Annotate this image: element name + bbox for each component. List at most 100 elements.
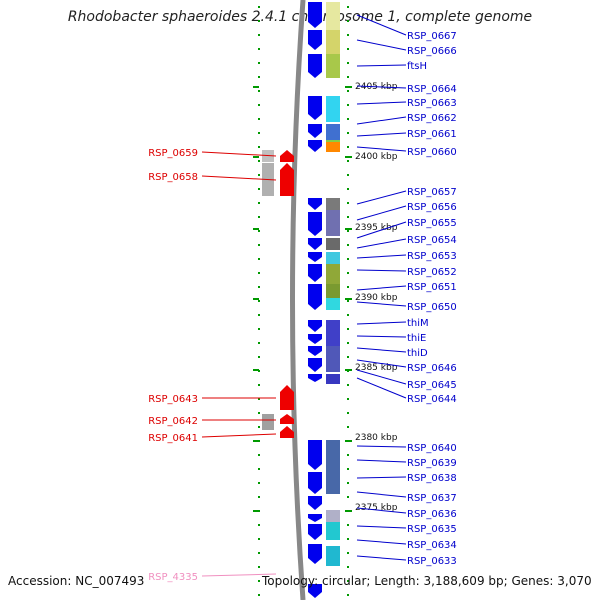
ruler-tick: [345, 228, 352, 230]
reverse-gene-label[interactable]: RSP_0641: [148, 433, 198, 444]
forward-gene-label[interactable]: RSP_0652: [407, 267, 457, 278]
forward-label-leader: [356, 555, 407, 561]
ruler-dot: [347, 286, 349, 288]
forward-gene-arrow[interactable]: [308, 514, 322, 522]
ruler-dot: [258, 524, 260, 526]
reverse-gene-label[interactable]: RSP_0642: [148, 416, 198, 427]
forward-gene-arrow[interactable]: [308, 140, 322, 152]
reverse-gene-label[interactable]: RSP_0658: [148, 172, 198, 183]
forward-gene-arrow[interactable]: [308, 124, 322, 138]
forward-gene-label[interactable]: RSP_0655: [407, 218, 457, 229]
forward-label-leader: [356, 39, 407, 51]
ruler-dot: [347, 342, 349, 344]
gene-domain-bar: [326, 2, 340, 30]
forward-gene-arrow[interactable]: [308, 334, 322, 344]
forward-label-leader: [356, 359, 407, 368]
ruler-dot: [347, 426, 349, 428]
forward-gene-label[interactable]: RSP_0666: [407, 46, 457, 57]
forward-gene-label[interactable]: RSP_0654: [407, 235, 457, 246]
forward-gene-label[interactable]: thiE: [407, 333, 426, 344]
reverse-gene-label[interactable]: RSP_0659: [148, 148, 198, 159]
ruler-dot: [347, 104, 349, 106]
forward-gene-arrow[interactable]: [308, 54, 322, 78]
forward-label-leader: [356, 85, 407, 89]
forward-gene-label[interactable]: RSP_0650: [407, 302, 457, 313]
forward-gene-arrow[interactable]: [308, 198, 322, 210]
forward-gene-arrow[interactable]: [308, 584, 322, 598]
forward-gene-arrow[interactable]: [308, 544, 322, 564]
forward-gene-label[interactable]: RSP_0645: [407, 380, 457, 391]
ruler-tick: [345, 86, 352, 88]
forward-label-leader: [356, 146, 407, 152]
forward-gene-arrow[interactable]: [308, 284, 322, 310]
gene-domain-bar: [326, 210, 340, 236]
forward-gene-arrow[interactable]: [308, 374, 322, 382]
forward-gene-label[interactable]: RSP_0667: [407, 31, 457, 42]
ruler-dot: [347, 412, 349, 414]
forward-label-leader: [356, 14, 407, 36]
forward-gene-arrow[interactable]: [308, 252, 322, 262]
forward-gene-label[interactable]: RSP_0663: [407, 98, 457, 109]
scale-label: 2390 kbp: [355, 293, 398, 303]
reverse-gene-arrow[interactable]: [280, 414, 294, 424]
forward-gene-label[interactable]: RSP_0656: [407, 202, 457, 213]
forward-gene-label[interactable]: thiM: [407, 318, 429, 329]
forward-gene-label[interactable]: RSP_0634: [407, 540, 457, 551]
ruler-dot: [258, 398, 260, 400]
ruler-dot: [258, 230, 260, 232]
forward-gene-arrow[interactable]: [308, 524, 322, 540]
forward-gene-label[interactable]: RSP_0653: [407, 251, 457, 262]
forward-gene-label[interactable]: ftsH: [407, 61, 427, 72]
ruler-dot: [347, 188, 349, 190]
forward-gene-label[interactable]: RSP_0644: [407, 394, 457, 405]
forward-gene-arrow[interactable]: [308, 358, 322, 372]
reverse-gene-arrow[interactable]: [280, 150, 294, 162]
reverse-gene-label[interactable]: RSP_0643: [148, 394, 198, 405]
forward-gene-label[interactable]: RSP_0639: [407, 458, 457, 469]
ruler-dot: [258, 538, 260, 540]
forward-gene-arrow[interactable]: [308, 212, 322, 236]
ruler-dot: [258, 202, 260, 204]
ruler-tick: [345, 440, 352, 442]
forward-gene-arrow[interactable]: [308, 238, 322, 250]
ruler-dot: [258, 496, 260, 498]
forward-gene-label[interactable]: RSP_0635: [407, 524, 457, 535]
ruler-dot: [347, 216, 349, 218]
ruler-dot: [347, 538, 349, 540]
ruler-tick: [253, 228, 259, 230]
reverse-gene-arrow[interactable]: [280, 385, 294, 410]
reverse-gene-arrow[interactable]: [280, 163, 294, 196]
forward-gene-label[interactable]: RSP_0646: [407, 363, 457, 374]
forward-gene-arrow[interactable]: [308, 30, 322, 50]
forward-gene-label[interactable]: RSP_0636: [407, 509, 457, 520]
forward-gene-arrow[interactable]: [308, 346, 322, 356]
forward-label-leader: [356, 205, 407, 221]
forward-gene-arrow[interactable]: [308, 496, 322, 510]
forward-gene-label[interactable]: RSP_0640: [407, 443, 457, 454]
forward-gene-label[interactable]: RSP_0638: [407, 473, 457, 484]
scale-label: 2375 kbp: [355, 503, 398, 513]
ruler-dot: [347, 328, 349, 330]
ruler-dot: [258, 566, 260, 568]
ruler-dot: [347, 34, 349, 36]
forward-gene-arrow[interactable]: [308, 2, 322, 28]
forward-gene-label[interactable]: thiD: [407, 348, 428, 359]
forward-gene-arrow[interactable]: [308, 472, 322, 494]
forward-gene-label[interactable]: RSP_0637: [407, 493, 457, 504]
forward-gene-label[interactable]: RSP_0661: [407, 129, 457, 140]
ruler-dot: [347, 524, 349, 526]
forward-gene-label[interactable]: RSP_0657: [407, 187, 457, 198]
ruler-dot: [258, 342, 260, 344]
forward-gene-label[interactable]: RSP_0660: [407, 147, 457, 158]
forward-gene-label[interactable]: RSP_0651: [407, 282, 457, 293]
forward-gene-arrow[interactable]: [308, 264, 322, 282]
forward-gene-arrow[interactable]: [308, 320, 322, 332]
forward-label-leader: [356, 347, 407, 353]
forward-gene-arrow[interactable]: [308, 440, 322, 470]
forward-gene-label[interactable]: RSP_0664: [407, 84, 457, 95]
forward-gene-arrow[interactable]: [308, 96, 322, 120]
forward-gene-label[interactable]: RSP_0633: [407, 556, 457, 567]
forward-gene-label[interactable]: RSP_0662: [407, 113, 457, 124]
reverse-gene-arrow[interactable]: [280, 426, 294, 438]
reverse-gene-label[interactable]: RSP_4335: [148, 572, 198, 583]
